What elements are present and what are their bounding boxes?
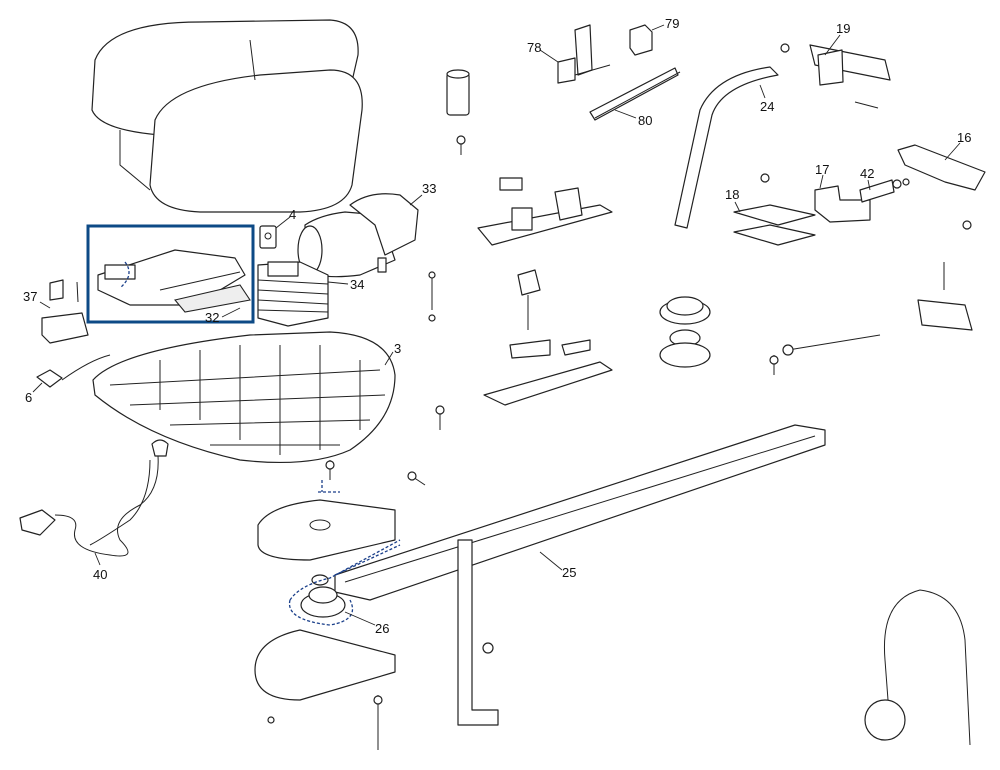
svg-text:6: 6 bbox=[25, 390, 32, 405]
part-pulley[interactable] bbox=[659, 296, 711, 368]
label-33: 33 bbox=[409, 181, 436, 206]
part-40-power-cord[interactable] bbox=[19, 439, 169, 557]
label-19: 19 bbox=[824, 21, 850, 56]
label-17: 17 bbox=[815, 162, 829, 189]
svg-text:16: 16 bbox=[957, 130, 971, 145]
label-32: 32 bbox=[205, 307, 241, 325]
part-80[interactable] bbox=[589, 67, 681, 121]
svg-text:78: 78 bbox=[527, 40, 541, 55]
svg-text:18: 18 bbox=[725, 187, 739, 202]
label-24: 24 bbox=[759, 84, 774, 114]
highlight-box bbox=[86, 224, 255, 324]
part-cover[interactable] bbox=[91, 19, 363, 213]
part-33-motor[interactable] bbox=[297, 193, 419, 278]
part-78[interactable] bbox=[557, 24, 611, 84]
label-4: 4 bbox=[275, 207, 296, 229]
part-26-sprocket[interactable] bbox=[288, 480, 401, 626]
label-79: 79 bbox=[651, 16, 679, 31]
svg-text:32: 32 bbox=[205, 310, 219, 325]
part-18[interactable] bbox=[733, 204, 816, 246]
part-42-spring[interactable] bbox=[859, 178, 910, 203]
svg-text:33: 33 bbox=[422, 181, 436, 196]
label-42: 42 bbox=[860, 166, 874, 191]
label-6: 6 bbox=[25, 382, 43, 405]
label-25: 25 bbox=[539, 551, 576, 580]
part-shaft-sleeve[interactable] bbox=[446, 69, 470, 155]
part-32-control-board[interactable] bbox=[97, 249, 251, 313]
part-79[interactable] bbox=[629, 24, 653, 56]
part-17[interactable] bbox=[814, 185, 871, 223]
part-24-arm[interactable] bbox=[674, 66, 779, 229]
svg-text:42: 42 bbox=[860, 166, 874, 181]
svg-text:25: 25 bbox=[562, 565, 576, 580]
svg-text:4: 4 bbox=[289, 207, 296, 222]
part-3-base-plate[interactable] bbox=[92, 331, 396, 464]
part-release-cable[interactable] bbox=[864, 589, 971, 746]
part-hanger[interactable] bbox=[917, 299, 973, 331]
label-34: 34 bbox=[327, 277, 364, 292]
part-4[interactable] bbox=[259, 225, 277, 249]
label-16: 16 bbox=[944, 130, 971, 161]
label-40: 40 bbox=[93, 552, 107, 582]
part-16[interactable] bbox=[897, 144, 986, 191]
svg-text:17: 17 bbox=[815, 162, 829, 177]
svg-text:19: 19 bbox=[836, 21, 850, 36]
label-78: 78 bbox=[527, 40, 559, 63]
part-trolley[interactable] bbox=[477, 177, 613, 406]
label-3: 3 bbox=[384, 341, 401, 366]
part-sprocket-housing[interactable] bbox=[254, 499, 396, 701]
svg-text:34: 34 bbox=[350, 277, 364, 292]
label-80: 80 bbox=[614, 109, 652, 128]
svg-text:40: 40 bbox=[93, 567, 107, 582]
part-19-bracket[interactable] bbox=[809, 44, 891, 86]
svg-text:79: 79 bbox=[665, 16, 679, 31]
svg-text:24: 24 bbox=[760, 99, 774, 114]
svg-text:3: 3 bbox=[394, 341, 401, 356]
part-6[interactable] bbox=[36, 354, 111, 388]
svg-text:80: 80 bbox=[638, 113, 652, 128]
part-37-connector[interactable] bbox=[41, 279, 89, 344]
label-18: 18 bbox=[725, 187, 741, 213]
label-37: 37 bbox=[23, 289, 51, 309]
part-34-transformer[interactable] bbox=[257, 261, 329, 327]
svg-text:26: 26 bbox=[375, 621, 389, 636]
part-25-rail[interactable] bbox=[334, 424, 826, 726]
label-26: 26 bbox=[344, 611, 389, 636]
svg-text:37: 37 bbox=[23, 289, 37, 304]
part-bolts[interactable] bbox=[267, 43, 972, 750]
